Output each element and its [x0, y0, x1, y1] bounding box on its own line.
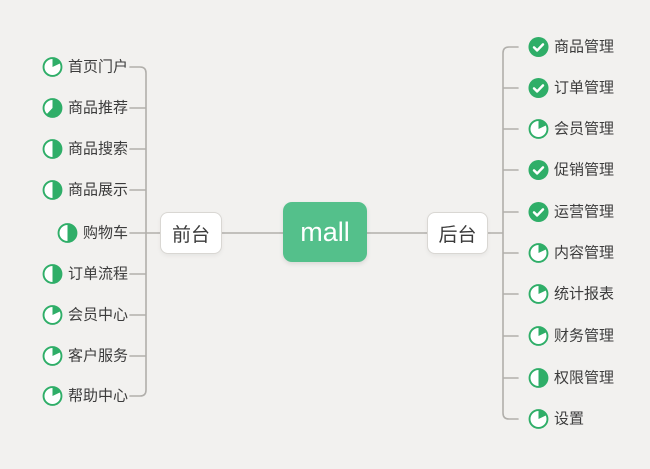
- topic-label: 权限管理: [554, 369, 615, 387]
- progress-icon: [42, 57, 63, 77]
- progress-icon: [42, 305, 63, 325]
- topic-label: 运营管理: [554, 203, 615, 221]
- topic-label: 会员管理: [554, 120, 615, 138]
- topic-frontend-2[interactable]: 商品推荐: [42, 98, 128, 119]
- topic-label: 商品搜索: [67, 140, 128, 158]
- topic-frontend-9[interactable]: 帮助中心: [42, 386, 128, 407]
- progress-icon: [42, 180, 63, 200]
- topic-frontend-8[interactable]: 客户服务: [42, 346, 128, 367]
- progress-icon: [528, 326, 549, 346]
- topic-backend-9[interactable]: 权限管理: [528, 368, 614, 389]
- topic-label: 商品展示: [67, 181, 128, 199]
- check-icon: [528, 77, 549, 99]
- progress-icon: [42, 139, 63, 159]
- progress-icon: [42, 98, 63, 118]
- topic-label: 商品推荐: [67, 99, 128, 117]
- progress-icon: [528, 409, 549, 429]
- topic-backend-2[interactable]: 订单管理: [528, 77, 615, 99]
- topic-label: 内容管理: [554, 244, 615, 262]
- progress-icon: [57, 223, 78, 243]
- topic-frontend-1[interactable]: 首页门户: [42, 57, 128, 78]
- topic-frontend-6[interactable]: 订单流程: [42, 264, 128, 285]
- topic-label: 财务管理: [554, 327, 615, 345]
- progress-icon: [528, 243, 549, 263]
- topic-frontend-3[interactable]: 商品搜索: [42, 139, 128, 160]
- topic-backend-3[interactable]: 会员管理: [528, 119, 614, 140]
- topic-backend-1[interactable]: 商品管理: [528, 36, 615, 58]
- topic-backend-4[interactable]: 促销管理: [528, 159, 615, 181]
- topic-label: 促销管理: [554, 161, 615, 179]
- topic-label: 商品管理: [554, 38, 615, 56]
- topic-backend-7[interactable]: 统计报表: [528, 284, 614, 305]
- progress-icon: [42, 346, 63, 366]
- check-icon: [528, 159, 549, 181]
- topic-backend-10[interactable]: 设置: [528, 409, 584, 430]
- progress-icon: [528, 119, 549, 139]
- topic-backend-5[interactable]: 运营管理: [528, 201, 615, 223]
- progress-icon: [528, 284, 549, 304]
- progress-icon: [528, 368, 549, 388]
- root-node-mall[interactable]: mall: [283, 202, 367, 262]
- check-icon: [528, 36, 549, 58]
- topic-label: 帮助中心: [67, 387, 128, 405]
- topic-label: 购物车: [82, 224, 128, 242]
- topic-label: 客户服务: [67, 347, 128, 365]
- topic-frontend-5[interactable]: 购物车: [57, 223, 128, 244]
- topic-label: 统计报表: [554, 285, 615, 303]
- topic-label: 设置: [554, 410, 585, 428]
- branch-node-backend[interactable]: 后台: [427, 212, 488, 254]
- progress-icon: [42, 264, 63, 284]
- topic-label: 会员中心: [67, 306, 128, 324]
- branch-node-frontend[interactable]: 前台: [160, 212, 222, 254]
- topic-label: 首页门户: [67, 58, 128, 76]
- topic-backend-8[interactable]: 财务管理: [528, 326, 614, 347]
- progress-icon: [42, 386, 63, 406]
- check-icon: [528, 201, 549, 223]
- topic-label: 订单管理: [554, 79, 615, 97]
- topic-label: 订单流程: [67, 265, 128, 283]
- topic-frontend-7[interactable]: 会员中心: [42, 305, 128, 326]
- topic-frontend-4[interactable]: 商品展示: [42, 180, 128, 201]
- topic-backend-6[interactable]: 内容管理: [528, 243, 614, 264]
